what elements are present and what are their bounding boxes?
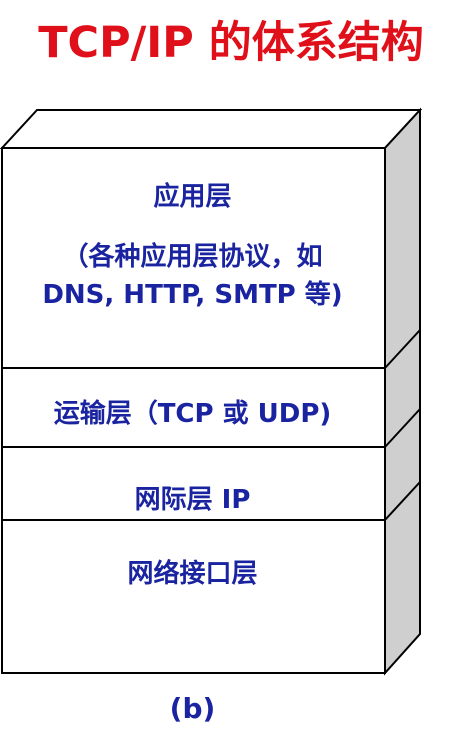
application-layer-desc-line1: （各种应用层协议，如 [62, 242, 323, 272]
figure-caption: (b) [169, 692, 216, 725]
application-layer-name: 应用层 [153, 182, 232, 212]
layer-internet-box [1, 446, 386, 521]
stack-top-face [0, 109, 423, 149]
link-layer-label: 网络接口层 [127, 559, 258, 589]
stack-side-face [384, 107, 421, 676]
layer-link-box [1, 519, 386, 674]
internet-layer-label: 网际层 IP [134, 485, 251, 515]
side-edge-2 [384, 408, 421, 448]
transport-layer-label: 运输层（TCP 或 UDP) [53, 399, 332, 429]
side-edge-3 [384, 481, 421, 521]
application-layer-desc-line2: DNS, HTTP, SMTP 等) [42, 280, 343, 310]
diagram-title: TCP/IP 的体系结构 [38, 18, 424, 68]
side-edge-1 [384, 329, 421, 369]
layer-transport-box [1, 367, 386, 448]
